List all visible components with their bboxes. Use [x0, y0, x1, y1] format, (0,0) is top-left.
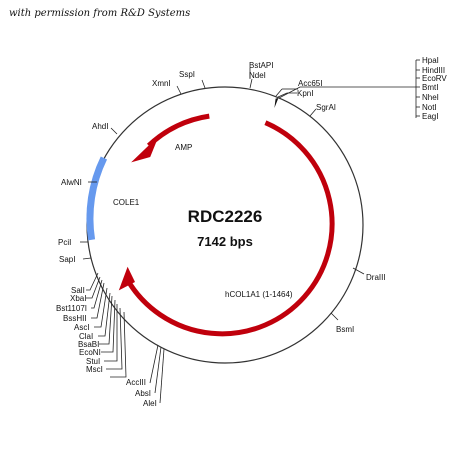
site-bstapi: BstAPI — [249, 61, 273, 70]
site-alei: AleI — [143, 399, 157, 408]
site-eagi: EagI — [422, 112, 438, 121]
site-ahdi: AhdI — [92, 122, 108, 131]
feature-label-insert: hCOL1A1 (1-1464) — [225, 290, 293, 299]
site-acc65i: Acc65I — [298, 79, 322, 88]
site-xbai: XbaI — [70, 294, 86, 303]
site-ecorv: EcoRV — [422, 74, 447, 83]
site-bsmi: BsmI — [336, 325, 354, 334]
site-nhei: NheI — [422, 93, 439, 102]
site-msci: MscI — [86, 365, 103, 374]
site-asci: AscI — [74, 323, 90, 332]
site-kpni: KpnI — [297, 89, 313, 98]
site-xmni: XmnI — [152, 79, 171, 88]
site-econi: EcoNI — [79, 348, 101, 357]
feature-label-amp: AMP — [175, 143, 192, 152]
site-pcii: PciI — [58, 238, 71, 247]
credit-text: with permission from R&D Systems — [9, 8, 191, 19]
site-hindiii: HindIII — [422, 66, 445, 75]
site-sgrai: SgrAI — [316, 103, 336, 112]
site-ticks — [80, 59, 420, 404]
site-bsshii: BssHII — [63, 314, 87, 323]
site-bst1107i: Bst1107I — [56, 304, 87, 313]
insert-arrow — [124, 120, 335, 337]
site-clai: ClaI — [79, 332, 93, 341]
site-absi: AbsI — [135, 389, 151, 398]
site-hpai: HpaI — [422, 56, 439, 65]
site-bmti: BmtI — [422, 83, 438, 92]
site-ndei: NdeI — [249, 71, 266, 80]
mcs-marker — [274, 98, 279, 108]
site-sapi: SapI — [59, 255, 75, 264]
site-stui: StuI — [86, 357, 100, 366]
amp-arrow — [146, 113, 210, 148]
feature-label-cole1: COLE1 — [113, 198, 140, 207]
site-bsabi: BsaBI — [78, 340, 99, 349]
plasmid-name: RDC2226 — [188, 207, 263, 226]
insert-arrowhead — [118, 266, 135, 291]
cole1-arc — [86, 156, 108, 241]
plasmid-size: 7142 bps — [197, 234, 253, 249]
site-sspi: SspI — [179, 70, 195, 79]
amp-arrowhead — [131, 135, 159, 163]
site-noti: NotI — [422, 103, 437, 112]
site-sali: SalI — [71, 286, 85, 295]
site-alwni: AlwNI — [61, 178, 82, 187]
site-acciii: AccIII — [126, 378, 146, 387]
site-draiii: DraIII — [366, 273, 386, 282]
